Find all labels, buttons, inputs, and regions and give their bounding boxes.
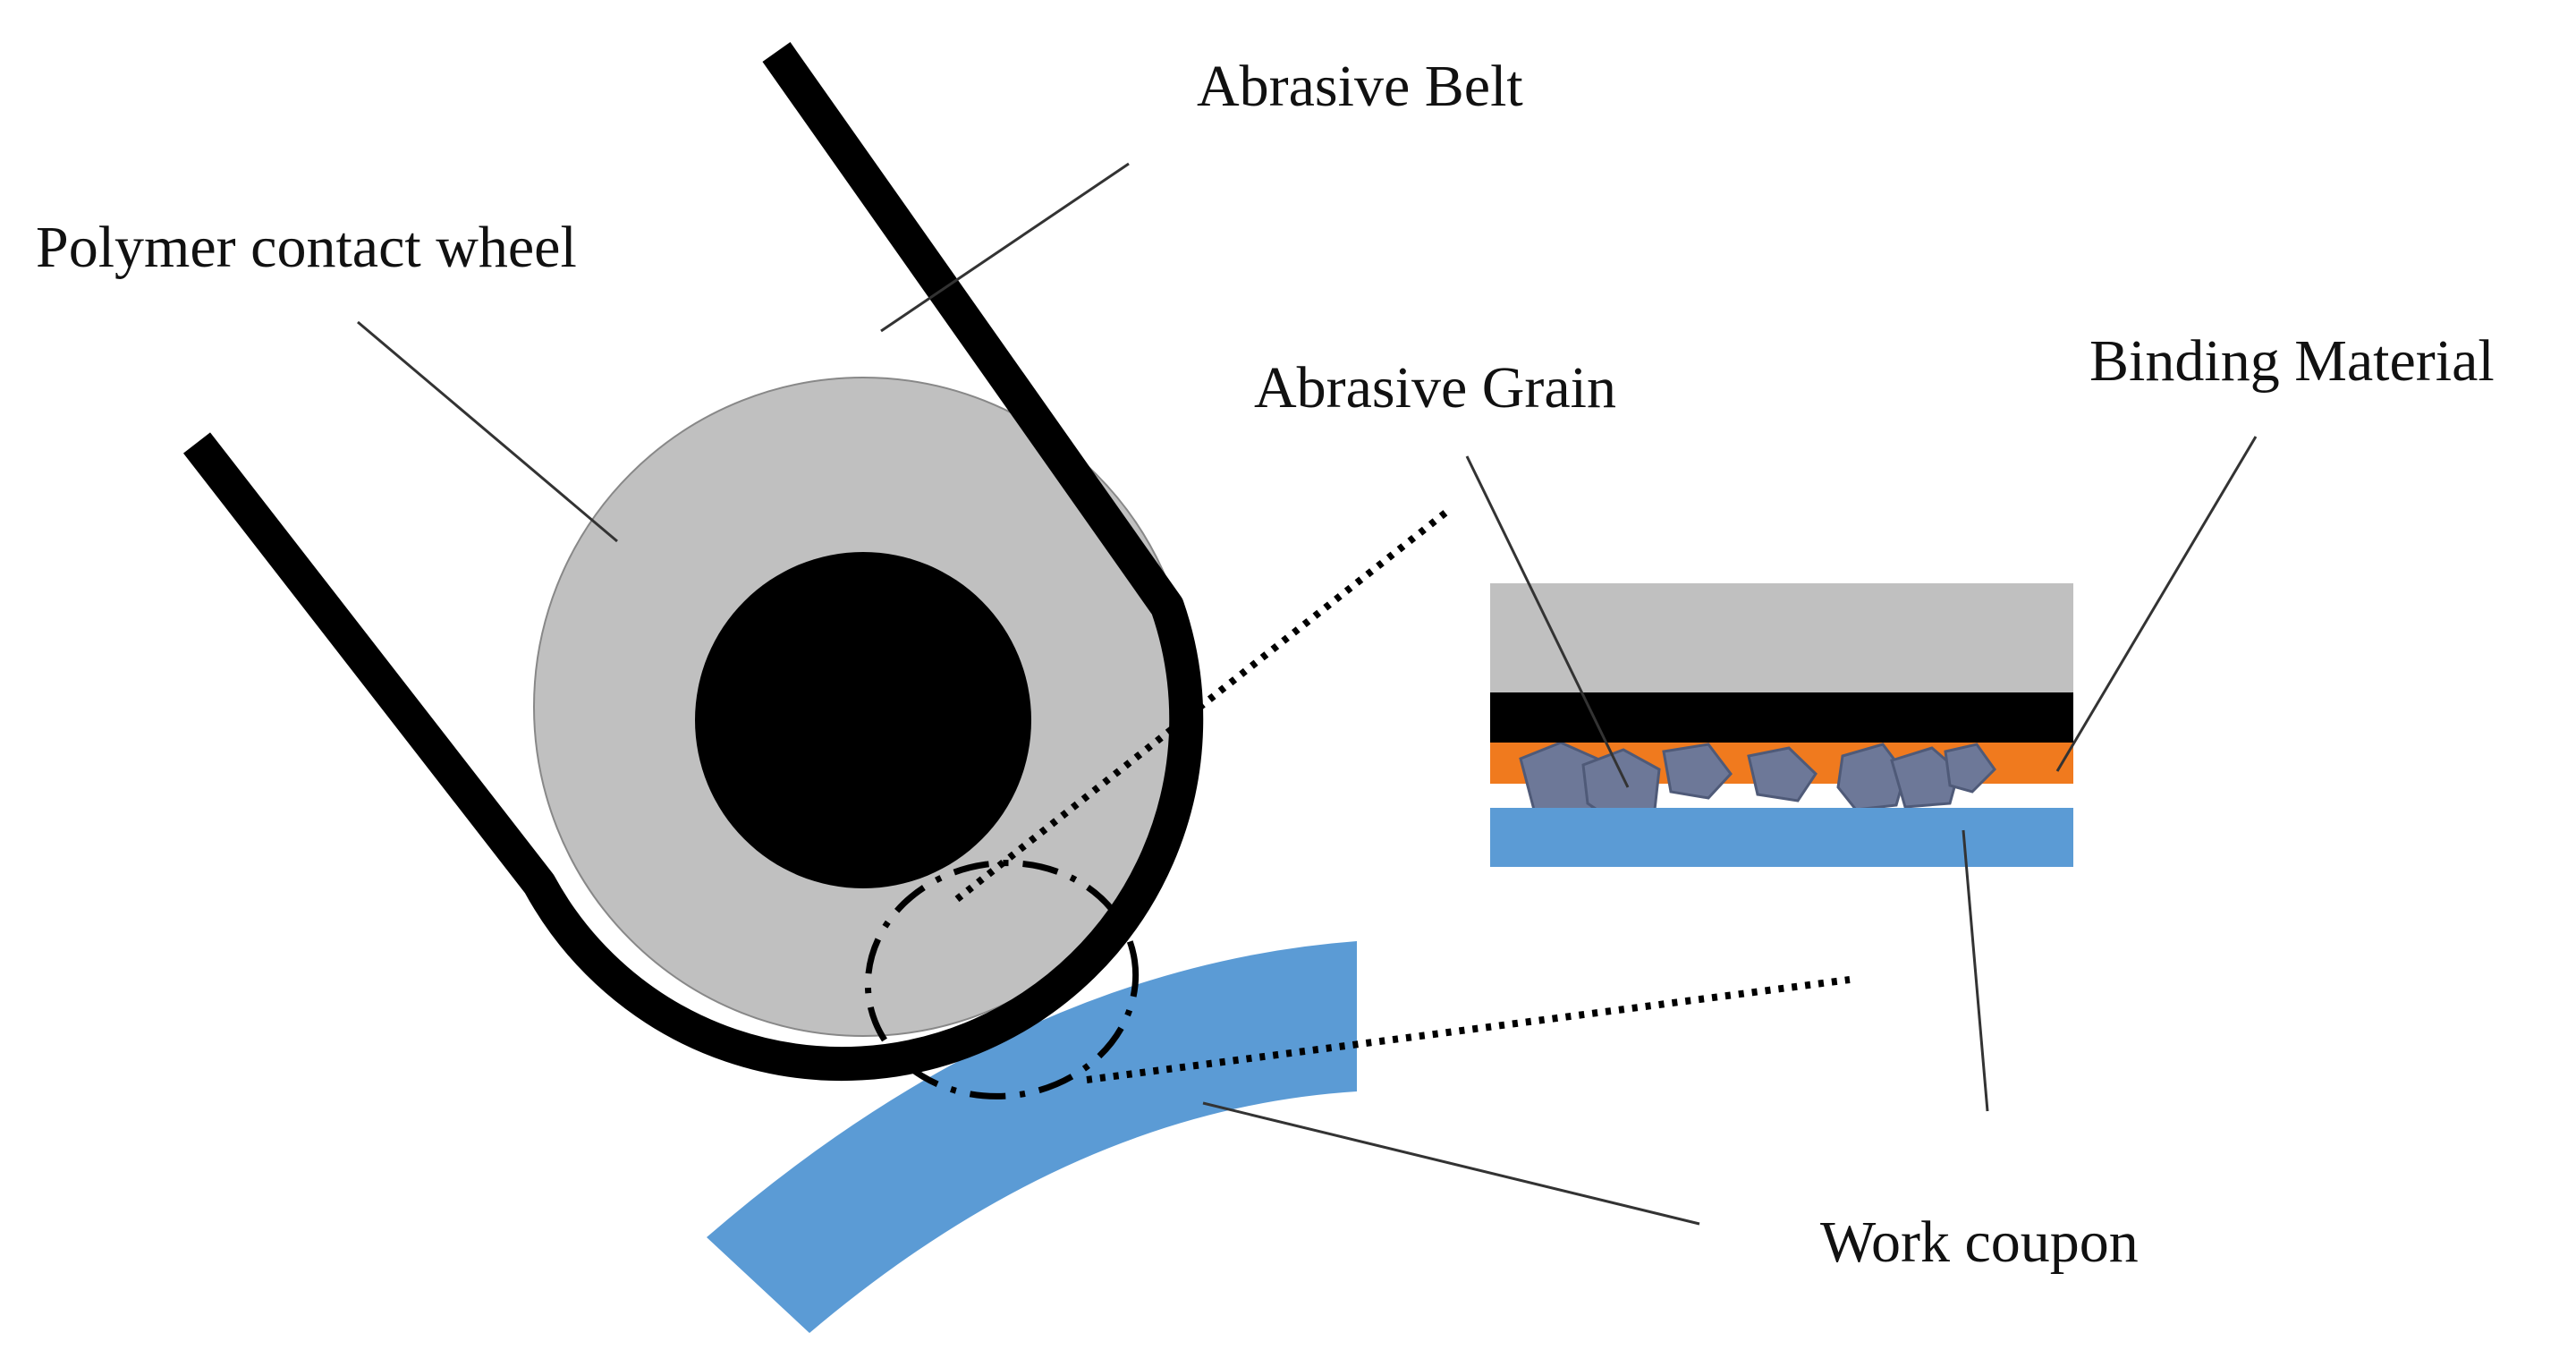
wheel-hub (695, 552, 1031, 888)
cross-section-inset (1490, 583, 2073, 867)
leader-abrasive-belt (880, 162, 1130, 333)
leader-binding-material (2055, 436, 2258, 772)
label-abrasive-grain: Abrasive Grain (1254, 355, 1616, 420)
label-polymer-contact-wheel: Polymer contact wheel (36, 215, 577, 280)
work-coupon-section (1490, 808, 2073, 867)
label-abrasive-belt: Abrasive Belt (1197, 54, 1523, 119)
belt-backing-strip (1490, 692, 2073, 743)
label-binding-material: Binding Material (2089, 328, 2495, 394)
work-coupon-shape (707, 941, 1357, 1333)
leader-polymer-wheel (357, 320, 618, 543)
leader-lines (357, 162, 2258, 1226)
abrasive-belt (182, 42, 1204, 1082)
leader-work-coupon-inset (1962, 829, 1989, 1112)
zoom-line-upper (954, 506, 1452, 903)
leader-abrasive-grain (1465, 455, 1630, 788)
leader-work-coupon (1202, 1101, 1700, 1226)
contact-zone-ellipse (864, 860, 1140, 1100)
label-work-coupon: Work coupon (1820, 1210, 2139, 1275)
backing-layer (1490, 583, 2073, 692)
